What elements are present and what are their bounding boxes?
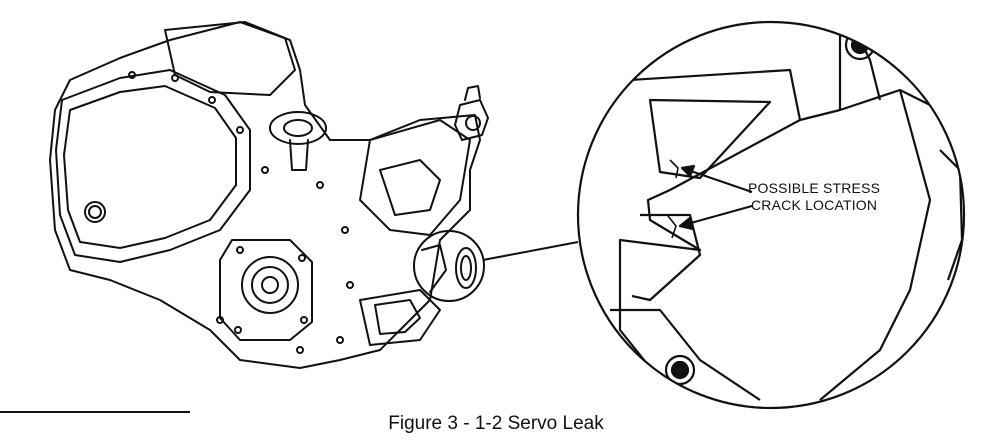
crack-callout-label: POSSIBLE STRESS CRACK LOCATION (748, 180, 880, 214)
figure-caption: Figure 3 - 1-2 Servo Leak (388, 413, 604, 434)
callout-line-2: CRACK LOCATION (750, 197, 878, 213)
transmission-illustration (49, 21, 489, 369)
callout-line-1: POSSIBLE STRESS (748, 180, 881, 196)
detail-magnifier-circle (576, 20, 966, 410)
callout-leader (482, 241, 579, 261)
